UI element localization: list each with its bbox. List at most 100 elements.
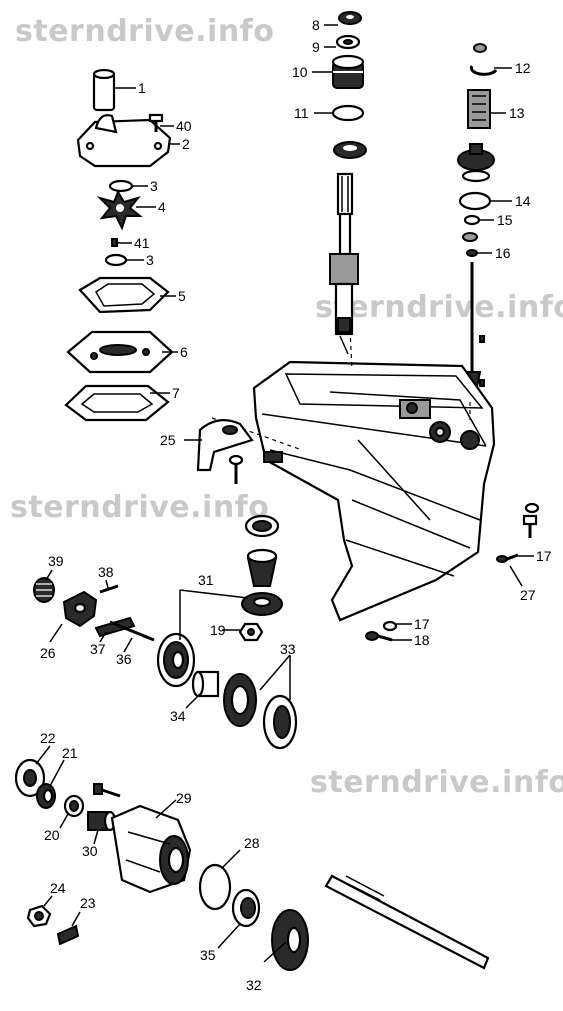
tapered-bearing xyxy=(246,548,278,587)
label-21: 21 xyxy=(62,745,78,761)
part-3-o-ring-lower xyxy=(104,253,128,267)
label-7: 7 xyxy=(172,385,180,401)
label-23: 23 xyxy=(80,895,96,911)
part-24-nut xyxy=(26,904,52,928)
part-19-nut xyxy=(238,622,264,642)
label-30: 30 xyxy=(82,843,98,859)
part-15b-washer xyxy=(462,232,478,242)
propeller-shaft xyxy=(324,874,490,970)
label-35: 35 xyxy=(200,947,216,963)
part-15-washer xyxy=(463,214,481,226)
part-29-bearing-carrier xyxy=(110,804,192,894)
label-38: 38 xyxy=(98,564,114,580)
label-36: 36 xyxy=(116,651,132,667)
watermark-right-lower: sterndrive.info xyxy=(310,765,563,800)
watermark-right-upper: sterndrive.info xyxy=(315,290,563,325)
part-40-screw xyxy=(148,113,164,132)
part-11-o-ring xyxy=(331,104,365,122)
part-10-bearing-housing xyxy=(331,54,365,89)
part-5-gasket xyxy=(78,276,170,314)
part-28-o-ring xyxy=(198,863,232,911)
label-28: 28 xyxy=(244,835,260,851)
label-17-lower: 17 xyxy=(414,616,430,632)
label-25: 25 xyxy=(160,432,176,448)
part-labels: 1 2 3 4 41 3 5 6 7 40 8 9 10 11 12 13 14… xyxy=(40,17,552,993)
part-39-spring xyxy=(33,577,55,603)
label-40: 40 xyxy=(176,118,192,134)
part-13-shift-coupler xyxy=(467,89,491,129)
part-25-trim-tab xyxy=(196,419,254,472)
part-2-pump-housing xyxy=(76,114,172,168)
right-bolt xyxy=(522,514,538,538)
drive-shaft xyxy=(329,172,359,355)
label-37: 37 xyxy=(90,641,106,657)
label-11: 11 xyxy=(294,105,309,121)
part-3-o-ring-upper xyxy=(108,179,134,193)
part-7-gasket xyxy=(64,384,170,422)
label-6: 6 xyxy=(180,344,188,360)
part-31-forward-gear xyxy=(156,632,196,688)
shift-top-washer xyxy=(473,43,487,53)
label-1: 1 xyxy=(138,80,146,96)
label-18: 18 xyxy=(414,632,430,648)
part-17-screw-right xyxy=(496,553,519,563)
gear-housing xyxy=(252,360,496,622)
leader-lines xyxy=(35,24,534,963)
part-31-pinion-gear xyxy=(241,592,283,616)
part-34-bushing xyxy=(191,670,220,698)
bearing-cup-upper xyxy=(244,514,280,538)
label-41: 41 xyxy=(134,235,150,251)
label-4: 4 xyxy=(158,199,166,215)
label-22: 22 xyxy=(40,730,56,746)
part-33-reverse-bearing xyxy=(223,673,257,727)
label-2: 2 xyxy=(182,136,190,152)
part-8-seal xyxy=(338,11,362,25)
label-27: 27 xyxy=(520,587,536,603)
right-washer xyxy=(524,502,540,514)
part-23-tab-washer xyxy=(56,924,80,946)
part-21-bearing xyxy=(36,783,56,809)
watermark-top-left: sterndrive.info xyxy=(15,14,275,49)
label-10: 10 xyxy=(292,64,308,80)
label-12: 12 xyxy=(515,60,531,76)
label-3-upper: 3 xyxy=(150,178,158,194)
label-32: 32 xyxy=(246,977,262,993)
label-19: 19 xyxy=(210,622,226,638)
label-33: 33 xyxy=(280,641,296,657)
housing-clip xyxy=(263,451,283,463)
part-33-bearing-cup xyxy=(262,694,298,750)
part-1-sleeve xyxy=(92,68,116,112)
label-29: 29 xyxy=(176,790,192,806)
drive-shaft-guide xyxy=(349,329,353,371)
part-17-screw-lower xyxy=(382,620,398,632)
label-26: 26 xyxy=(40,645,56,661)
part-38-pin xyxy=(99,584,119,594)
label-34: 34 xyxy=(170,708,186,724)
watermark-left-middle: sterndrive.info xyxy=(10,490,270,525)
label-3-lower: 3 xyxy=(146,252,154,268)
part-35-bearing xyxy=(231,888,261,928)
label-15: 15 xyxy=(497,212,513,228)
bearing-carrier-bolt xyxy=(93,783,121,798)
label-31: 31 xyxy=(198,572,214,588)
part-6-plate xyxy=(66,330,174,374)
part-26-dog-clutch xyxy=(62,590,98,628)
part-18-screw xyxy=(365,631,393,642)
part-14-o-ring xyxy=(458,191,492,211)
label-13: 13 xyxy=(509,105,525,121)
part-32-reverse-gear xyxy=(271,909,309,971)
label-5: 5 xyxy=(178,288,186,304)
label-9: 9 xyxy=(312,39,320,55)
part-41-key xyxy=(111,238,118,247)
label-39: 39 xyxy=(48,553,64,569)
part-30-bushing xyxy=(87,810,117,832)
part-12-snap-ring xyxy=(469,65,498,76)
part-9-washer xyxy=(335,34,361,50)
part-4-impeller xyxy=(96,189,143,231)
label-20: 20 xyxy=(44,827,60,843)
drive-shaft-bearing xyxy=(333,141,367,159)
label-16: 16 xyxy=(495,245,511,261)
label-14: 14 xyxy=(515,193,531,209)
part-36-shift-shaft xyxy=(109,620,155,642)
